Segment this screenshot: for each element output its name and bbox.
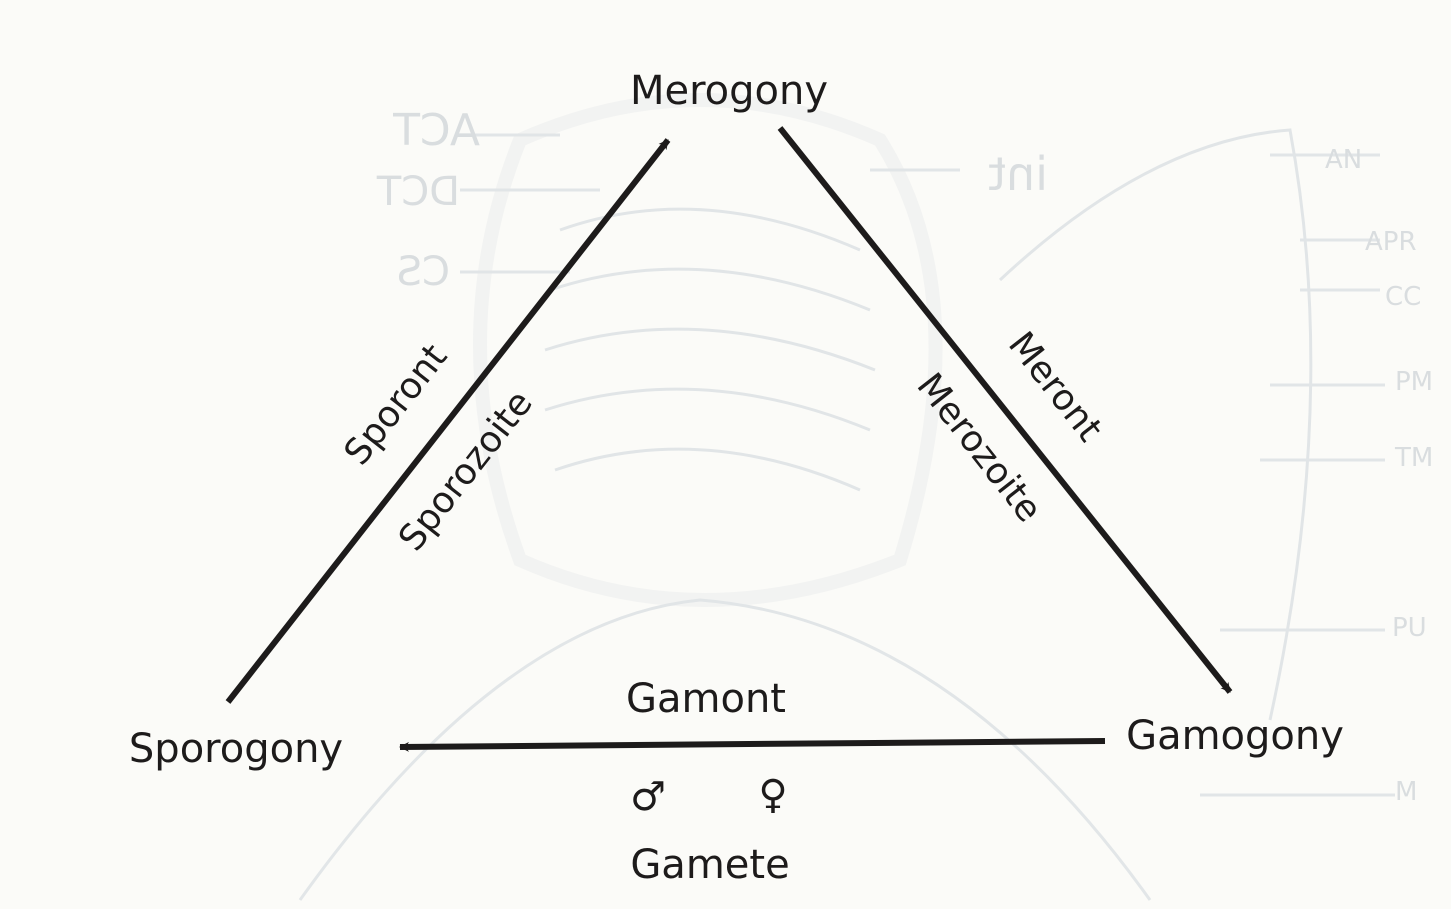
- node-gamogony: Gamogony: [1126, 713, 1344, 759]
- bg-label-pu: PU: [1392, 613, 1427, 643]
- bg-label-an: AN: [1325, 145, 1362, 175]
- bg-label-dct: DCT: [376, 169, 460, 215]
- arrow-gamogony-to-sporogony: [399, 738, 1106, 752]
- bg-label-tm: TM: [1394, 443, 1433, 473]
- background-illustration: ACT DCT CS int AN APR CC PM TM PU M: [298, 93, 1433, 901]
- edge-label-sporont: Sporont: [336, 337, 455, 473]
- edge-label-gamont: Gamont: [626, 676, 786, 722]
- edge-label-meront: Meront: [1000, 325, 1110, 450]
- bg-label-int: int: [988, 147, 1048, 201]
- bg-label-pm: PM: [1395, 367, 1433, 397]
- arrow-merogony-to-gamogony: [777, 126, 1233, 694]
- male-symbol: ♂: [630, 774, 666, 820]
- bg-label-m: M: [1395, 777, 1417, 807]
- bg-label-act: ACT: [393, 105, 480, 156]
- bg-label-cs: CS: [397, 249, 450, 295]
- node-sporogony: Sporogony: [129, 726, 343, 772]
- bg-label-apr: APR: [1365, 227, 1417, 257]
- edge-label-gamete: Gamete: [630, 842, 789, 888]
- bg-label-cc: CC: [1385, 282, 1421, 312]
- node-merogony: Merogony: [630, 68, 828, 114]
- female-symbol: ♀: [758, 772, 787, 818]
- arrow-sporogony-to-merogony: [225, 138, 671, 704]
